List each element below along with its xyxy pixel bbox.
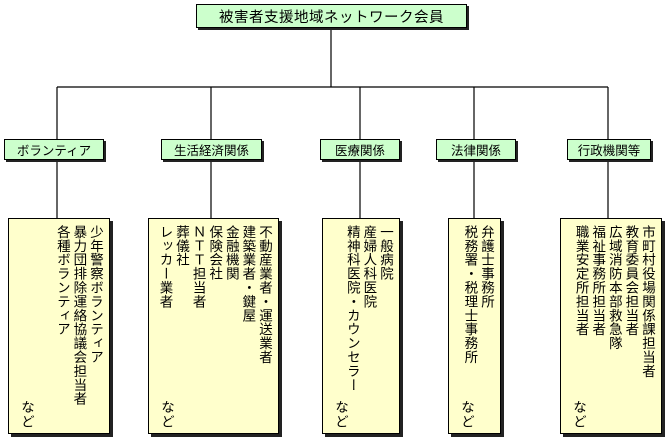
category-label: 行政機関等 (577, 143, 641, 158)
etc-label: など (332, 400, 348, 429)
category-node-admin: 行政機関等 (567, 139, 651, 160)
etc-label: など (158, 400, 174, 429)
member-items: 少年警察ボランティア 暴力団排除運絡協議会担当者 各種ボランティア (53, 225, 103, 406)
root-node-label: 被害者支援地域ネットワーク会員 (219, 9, 444, 26)
member-items: 不動産業者・運送業者 建築業者・鍵屋 金融機関 保険会社 ＮＴＴ担当者 葬儀社 … (156, 225, 272, 364)
member-items: 弁護士事務所 税務署・税理士事務所 (461, 225, 494, 364)
category-node-economy: 生活経済関係 (161, 139, 262, 160)
etc-label: など (570, 400, 586, 429)
root-node: 被害者支援地域ネットワーク会員 (196, 4, 467, 28)
member-list-medical: 一般病院 産婦人科医院 精神科医院・カウンセラー など (322, 218, 400, 434)
category-label: 法律関係 (450, 143, 501, 158)
category-node-medical: 医療関係 (320, 139, 400, 160)
etc-label: など (458, 400, 474, 429)
member-list-economy: 不動産業者・運送業者 建築業者・鍵屋 金融機関 保険会社 ＮＴＴ担当者 葬儀社 … (148, 218, 279, 434)
member-list-legal: 弁護士事務所 税務署・税理士事務所 など (448, 218, 501, 434)
category-node-volunteer: ボランティア (4, 139, 104, 160)
member-list-admin: 市町村役場関係課担当者 教育委員会担当者 広域消防本部救急隊 福祉事務所担当者 … (560, 218, 662, 434)
member-items: 一般病院 産婦人科医院 精神科医院・カウンセラー (343, 225, 393, 392)
category-node-legal: 法律関係 (436, 139, 516, 160)
member-items: 市町村役場関係課担当者 教育委員会担当者 広域消防本部救急隊 福祉事務所担当者 … (572, 225, 655, 378)
category-label: ボランティア (16, 143, 92, 158)
member-list-volunteer: 少年警察ボランティア 暴力団排除運絡協議会担当者 各種ボランティア など (8, 218, 110, 434)
category-label: 生活経済関係 (173, 143, 249, 158)
etc-label: など (18, 400, 34, 429)
category-label: 医療関係 (334, 143, 385, 158)
